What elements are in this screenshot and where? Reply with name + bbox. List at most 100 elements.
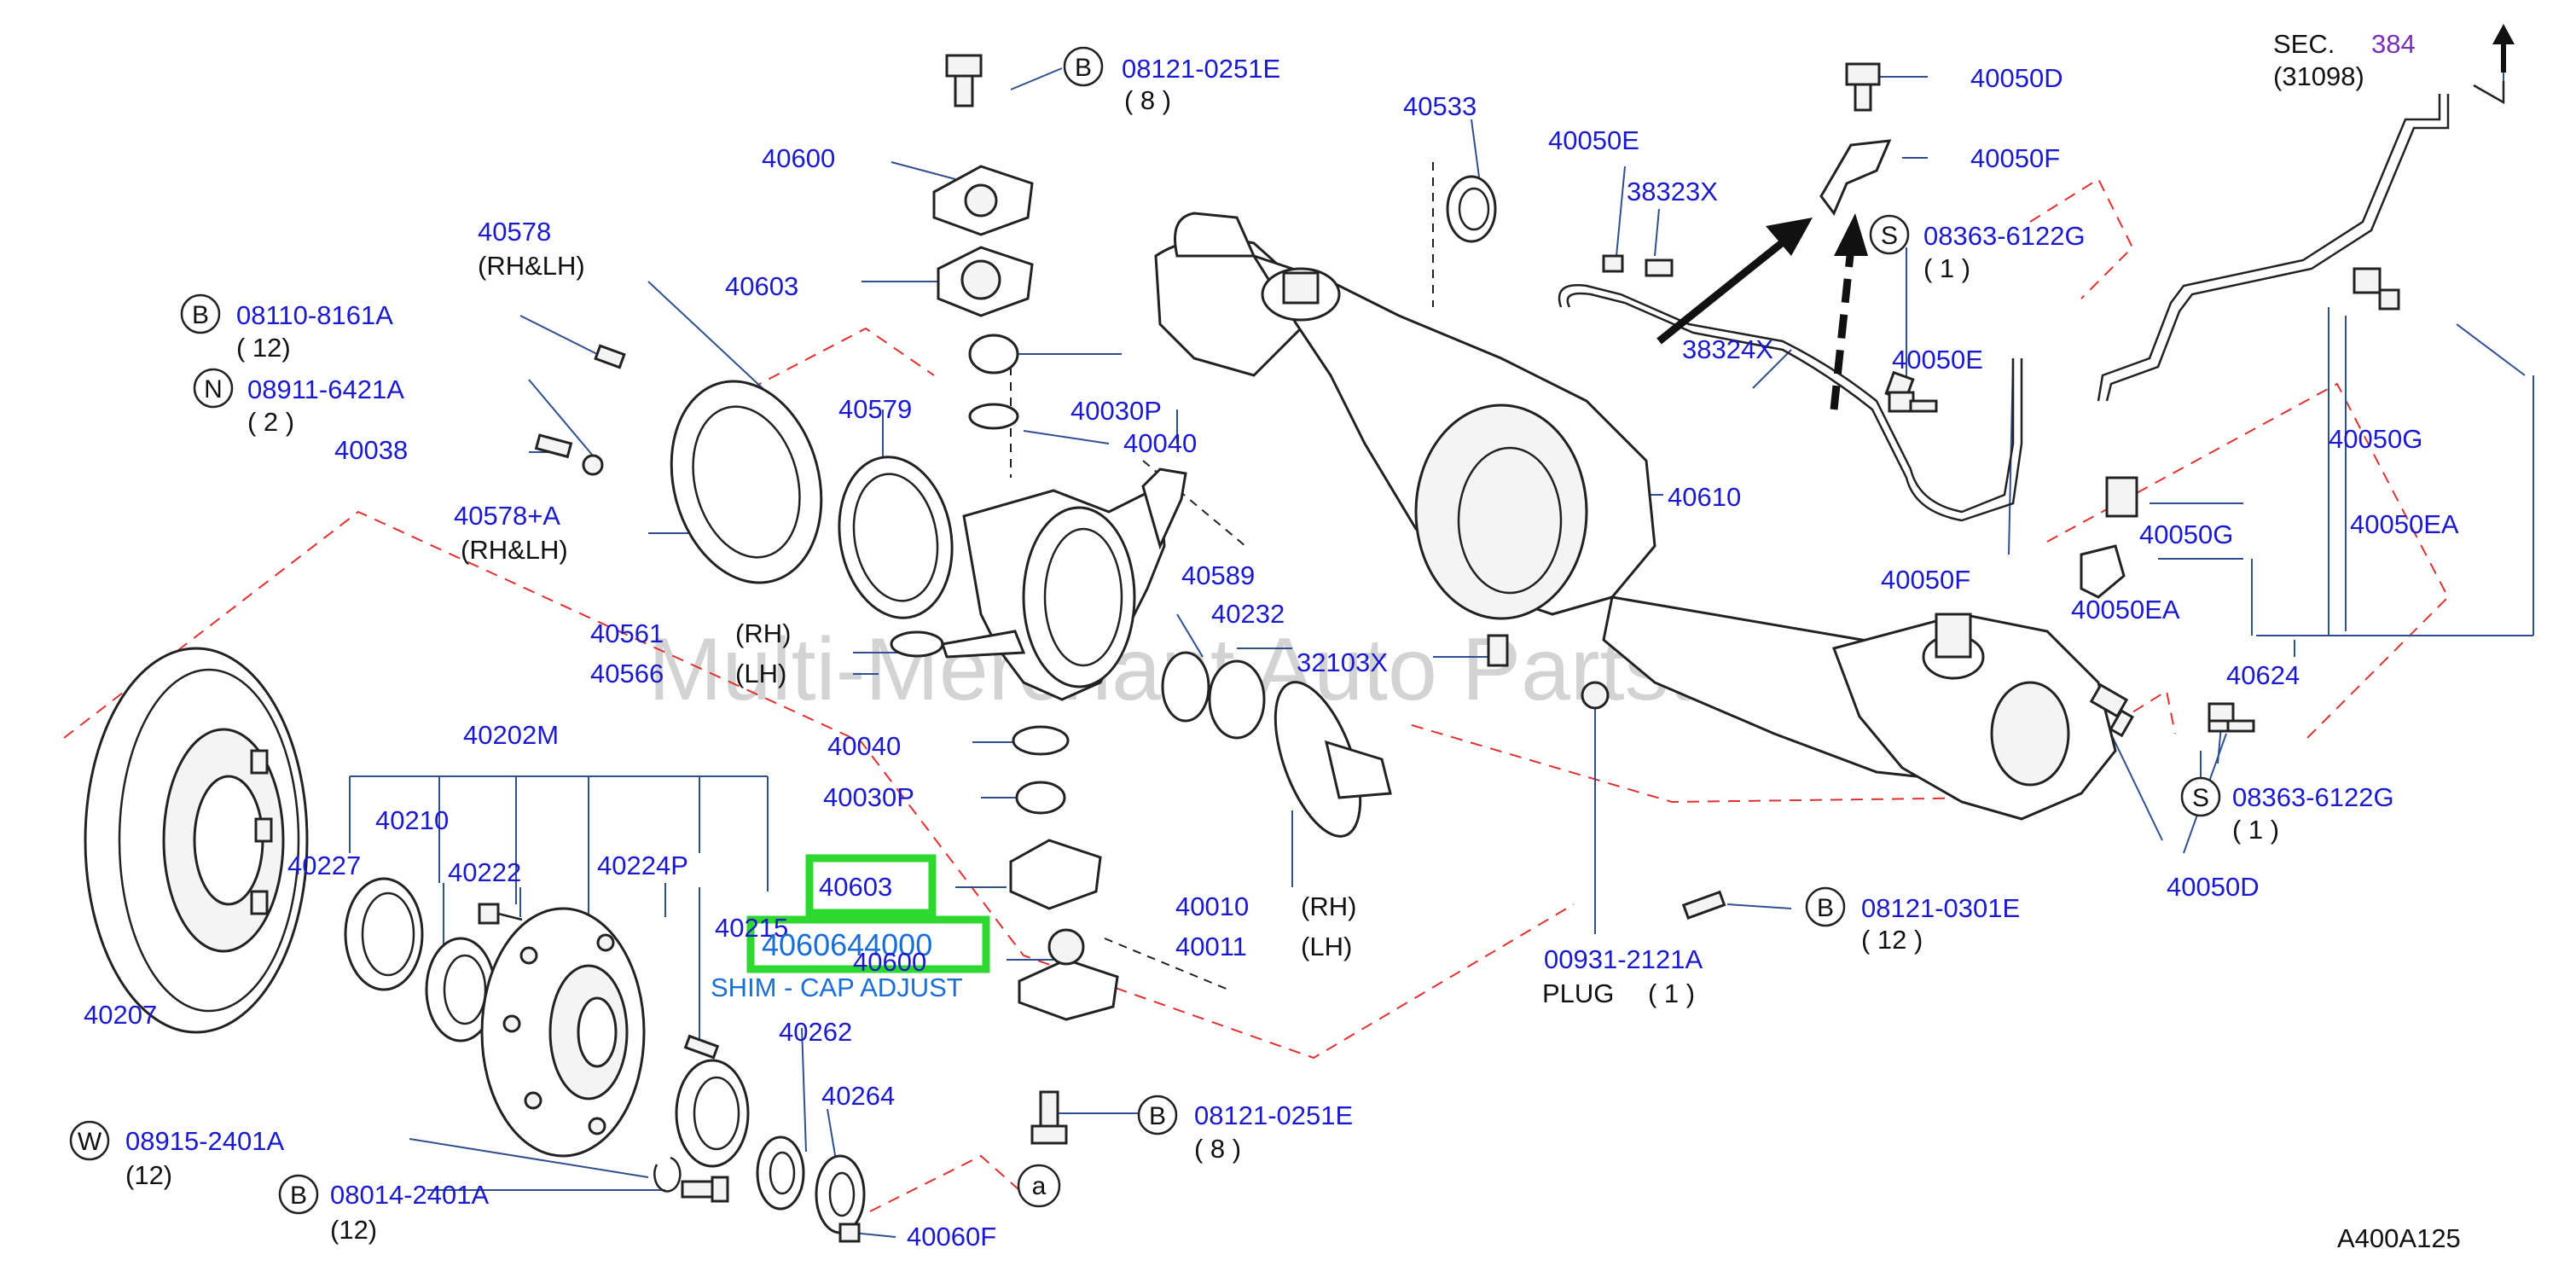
bearing-40232-part	[1208, 659, 1266, 740]
outer-bearing-part	[675, 1059, 750, 1168]
label-40227: 40227	[287, 851, 361, 880]
label-40578A: 40578+A	[454, 501, 560, 531]
label-40050F-mid: 40050F	[1881, 565, 1970, 595]
label-n-08911-6421A: 08911-6421A	[247, 375, 404, 404]
wheel-hub-part	[480, 907, 646, 1158]
label-40050G-left: 40050G	[2139, 520, 2233, 549]
label-rh-1: (RH)	[735, 618, 791, 648]
breather-part	[1487, 634, 1509, 667]
label-lh-1: (LH)	[735, 659, 786, 688]
lower-cap-40600-part	[1018, 928, 1119, 1021]
label-40566: 40566	[590, 659, 664, 688]
label-sec-sub: (31098)	[2273, 61, 2364, 91]
bolt-08110-part	[594, 344, 626, 369]
hub-bolt-part	[478, 903, 523, 925]
hub-stud-part	[683, 1034, 720, 1060]
bracket-40050EA-part	[2080, 288, 2400, 599]
label-qty-12-c: (12)	[330, 1215, 377, 1245]
bearing-40589-part	[1161, 651, 1210, 723]
svg-text:N: N	[204, 375, 223, 404]
clamp-40050G-part	[2105, 267, 2382, 518]
knuckle-seal-part	[838, 456, 954, 619]
label-40262: 40262	[779, 1017, 852, 1047]
label-lh-2: (LH)	[1301, 932, 1352, 961]
label-qty-8-top: ( 8 )	[1124, 85, 1171, 115]
label-40030P-mid: 40030P	[823, 782, 914, 812]
circle-badge-n: N	[193, 368, 234, 409]
upper-shim-40603-part	[937, 246, 1034, 317]
circle-badge-b-left: B	[180, 293, 221, 334]
label-40215: 40215	[715, 913, 788, 943]
circle-badge-s-top: S	[1869, 214, 1910, 255]
dashed-outline-upper-right	[2029, 177, 2134, 299]
spindle-part	[1273, 681, 1392, 838]
label-4060644000-highlighted: 4060644000	[762, 927, 932, 962]
label-40600-bottom: 40600	[853, 947, 926, 977]
label-40010: 40010	[1175, 891, 1249, 921]
circle-badge-b-right: B	[1805, 886, 1846, 927]
label-s-08363-6122G-top: 08363-6122G	[1923, 221, 2086, 251]
dashed-outline-hub-plane	[63, 510, 1575, 1060]
bolt-40050D-top-part	[1845, 62, 1881, 112]
label-40040-mid: 40040	[827, 731, 901, 761]
gasket-part	[815, 1154, 866, 1234]
label-rhlh-2: (RH&LH)	[461, 535, 568, 565]
label-40533: 40533	[1403, 91, 1477, 121]
highlight-box-4060644000	[746, 915, 990, 973]
label-40050F-top: 40050F	[1970, 143, 2060, 173]
label-32103X: 32103X	[1297, 648, 1388, 677]
vent-pipe-part	[2097, 81, 2505, 402]
section-arrow	[2492, 24, 2515, 73]
svg-text:B: B	[1149, 1102, 1166, 1130]
label-00931-2121A: 00931-2121A	[1544, 944, 1703, 974]
dash-line-cap-to-hub	[1104, 938, 1229, 990]
label-40579: 40579	[838, 394, 912, 424]
label-40624: 40624	[2226, 660, 2300, 690]
part-labels: 08121-0251E ( 8 ) 40600 40533 40050E 383…	[84, 29, 2461, 1253]
circle-badge-w: W	[69, 1120, 110, 1161]
lower-shim-40603-part	[1009, 839, 1102, 910]
hub-cap-bolt-part	[681, 1176, 729, 1203]
label-sec-number: 384	[2371, 29, 2416, 59]
hub-seal-part	[344, 877, 424, 991]
upper-bushing-40030P-part	[968, 334, 1019, 375]
label-38324X: 38324X	[1682, 334, 1773, 364]
label-40050E-top: 40050E	[1548, 125, 1639, 155]
label-40050D-top: 40050D	[1970, 63, 2063, 93]
top-bolt-part	[945, 54, 983, 107]
label-40030P-top: 40030P	[1070, 396, 1162, 426]
svg-text:B: B	[1075, 54, 1092, 82]
circle-badge-b-top: B	[1063, 46, 1104, 87]
label-qty-12-b: ( 12 )	[1861, 925, 1923, 955]
label-w-08915-2401A: 08915-2401A	[125, 1126, 284, 1156]
label-plug: PLUG	[1542, 979, 1614, 1008]
label-40224P: 40224P	[597, 851, 688, 880]
label-40264: 40264	[821, 1081, 895, 1111]
label-40578: 40578	[478, 217, 551, 247]
label-40060F: 40060F	[907, 1222, 996, 1251]
bottom-bolt-part	[1030, 1090, 1068, 1145]
lock-washer-part	[756, 1135, 805, 1211]
nut-08911-part	[582, 454, 604, 476]
label-40040-top: 40040	[1123, 428, 1197, 458]
label-40603-top: 40603	[725, 271, 798, 301]
svg-text:S: S	[1881, 222, 1898, 250]
lower-seal-40040-part	[1012, 725, 1070, 756]
label-40207: 40207	[84, 1000, 157, 1030]
label-shim-cap-adjust: SHIM - CAP ADJUST	[711, 973, 963, 1002]
circle-badge-b-bottom: B	[1137, 1095, 1178, 1135]
highlight-box-40603	[805, 854, 937, 917]
brake-hose-part	[1558, 284, 2023, 522]
label-sec-prefix: SEC.	[2273, 29, 2335, 59]
backing-plate-part	[670, 380, 823, 584]
snap-ring-part	[653, 1156, 682, 1193]
direction-arrow-dashed	[1830, 213, 1868, 410]
circle-badge-b-bottom-left: B	[278, 1174, 319, 1215]
label-qty-12-w: (12)	[125, 1160, 172, 1190]
label-qty-1-plug: ( 1 )	[1648, 979, 1695, 1008]
svg-text:B: B	[1817, 894, 1834, 922]
svg-text:B: B	[290, 1182, 307, 1210]
leader-lines	[144, 38, 2534, 1238]
label-40050D-bottom: 40050D	[2167, 872, 2260, 902]
